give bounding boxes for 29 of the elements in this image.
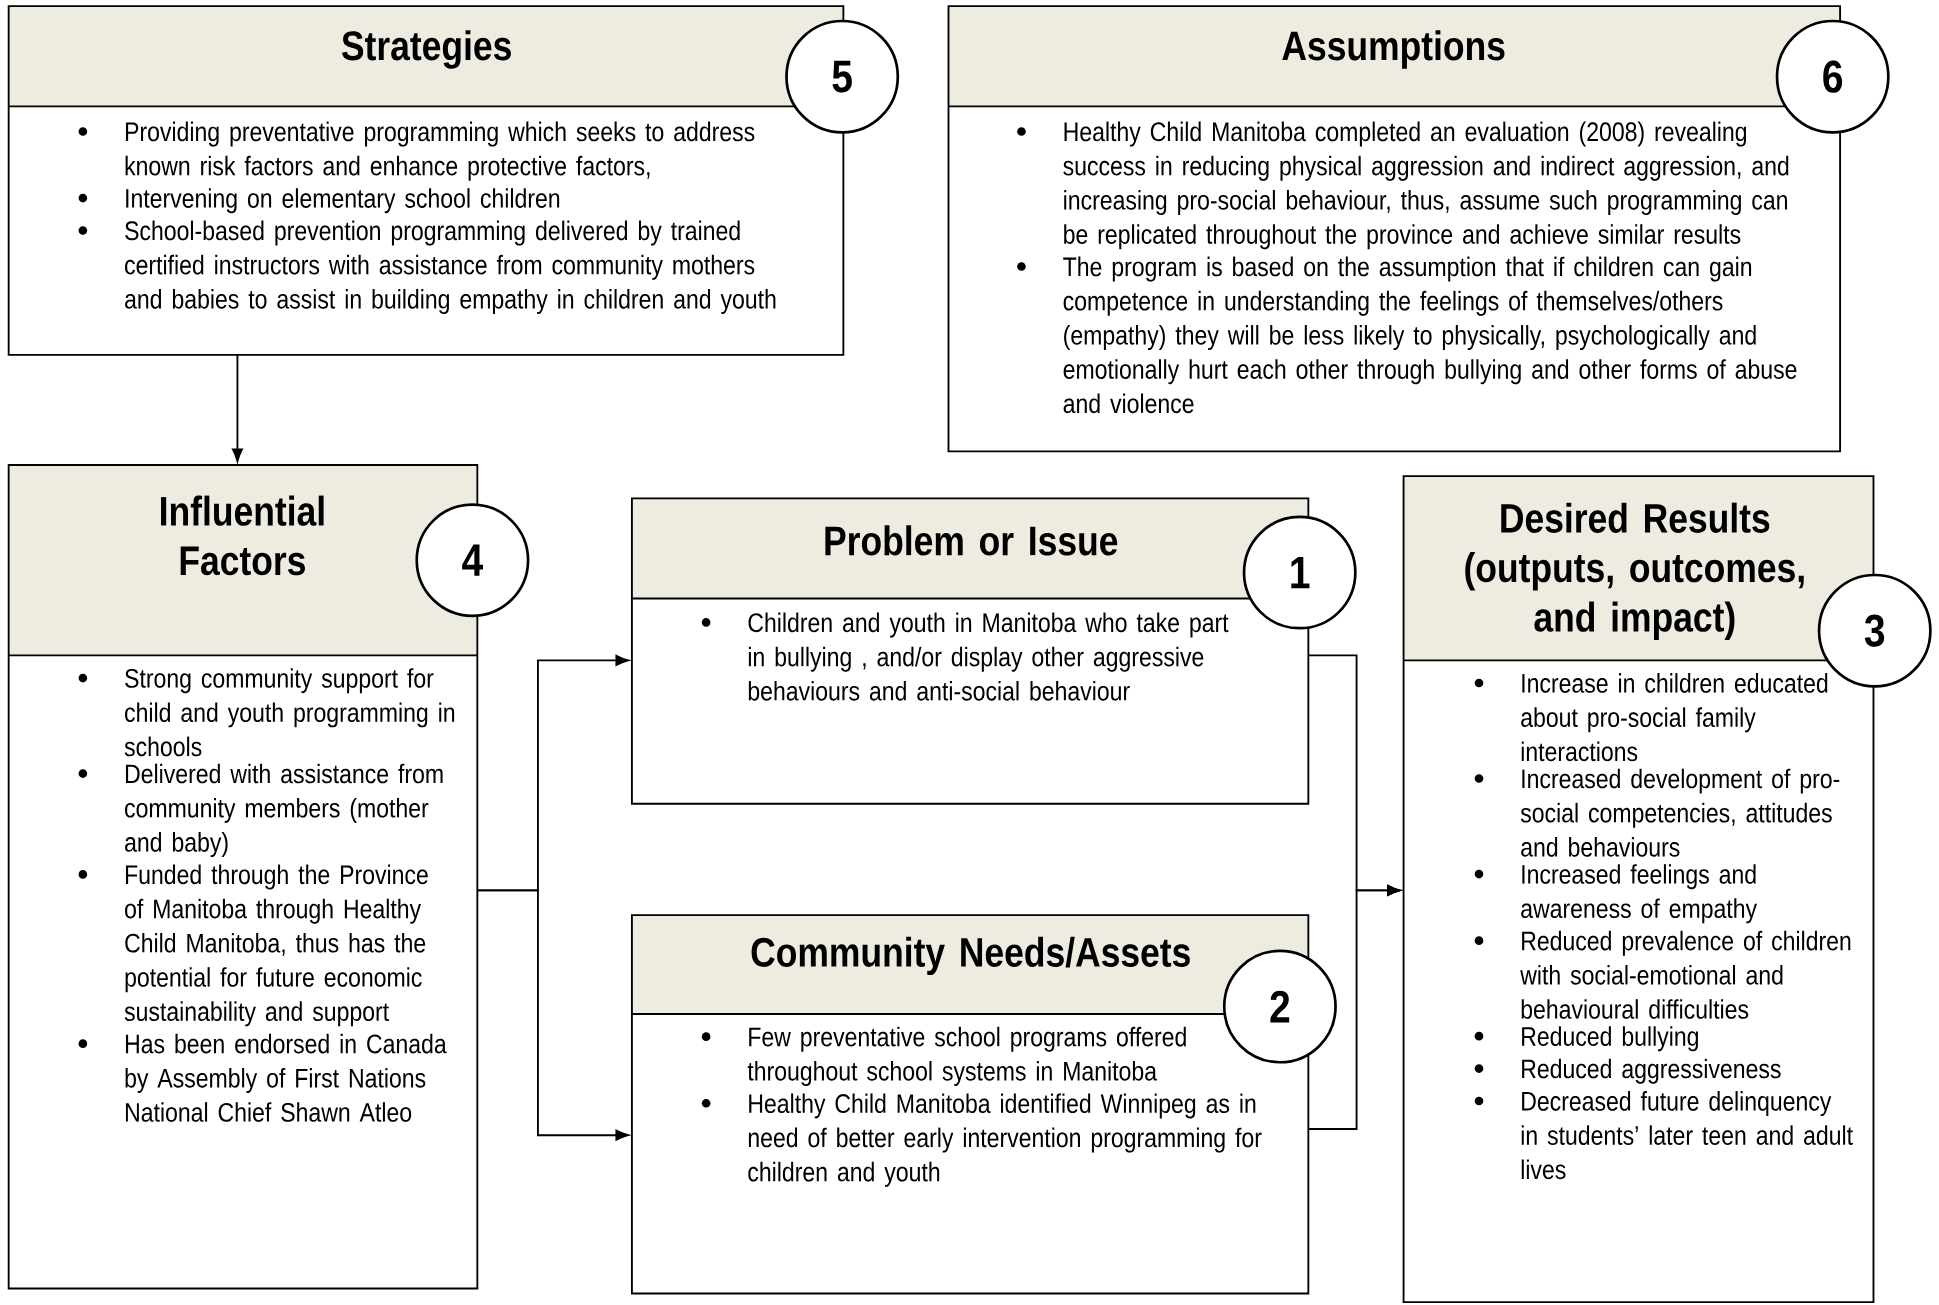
list-item: Providing preventative programming which seeks to address known risk factors and enhance protective factors, — [125, 121, 755, 181]
box-heading: Desired Results (outputs, outcomes, and impact) — [1465, 502, 1804, 641]
node-label: 3 — [1864, 614, 1885, 647]
list-item: Intervening on elementary school children — [126, 188, 560, 214]
list-item: Increased development of pro-social competencies, attitudes and behaviours — [1520, 768, 1840, 857]
list-item: Increased feelings and awareness of empathy — [1521, 864, 1757, 924]
list-item: Strong community support for child and youth programming in schools — [124, 668, 455, 757]
arrow — [231, 354, 243, 463]
card — [631, 497, 1310, 805]
list-item: Has been endorsed in Canada by Assembly of First Nations National Chief Shawn Atleo — [125, 1033, 447, 1123]
box-heading: Influential Factors — [161, 495, 324, 576]
list-item: School-based prevention programming delivered by trained certified instructors with assistance from community mothers and babies to assist in building empathy in children and youth — [125, 220, 776, 315]
list-item: Funded through the Province of Manitoba through Healthy Child Manitoba, thus has the potential for future economic sustainability and support — [124, 864, 428, 1027]
box-heading: Community Needs/Assets — [751, 936, 1190, 976]
box-heading: Problem or Issue — [825, 525, 1118, 556]
list-item: Reduced aggressiveness — [1522, 1058, 1781, 1084]
list-item: Reduced bullying — [1522, 1026, 1698, 1052]
arrow — [476, 889, 630, 1141]
list-item: Decreased future delinquency in students’ later teen and adult lives — [1521, 1091, 1853, 1180]
list-item: Few preventative school programs offered throughout school systems in Manitoba — [747, 1026, 1186, 1087]
box-heading: Assumptions — [1282, 30, 1505, 69]
list-item: The program is based on the assumption that if children can gain competence in understanding the feelings of themselves/others (empathy) they will be less likely to physically, psychologically and emotionally hurt each other through bullying and other forms of abuse and violence — [1063, 256, 1797, 414]
card — [947, 5, 1841, 453]
box-heading: Strategies — [341, 30, 511, 69]
arrow — [1307, 885, 1401, 1131]
list-item: Children and youth in Manitoba who take part in bullying , and/or display other aggressive behaviours and anti-social behaviour — [748, 612, 1229, 701]
list-item: Reduced prevalence of children with social-emotional and behavioural difficulties — [1520, 930, 1851, 1020]
list-item: Delivered with assistance from community members (mother and baby) — [125, 763, 443, 858]
list-item: Healthy Child Manitoba identified Winnipeg as in need of better early intervention programming for children and youth — [748, 1093, 1262, 1187]
